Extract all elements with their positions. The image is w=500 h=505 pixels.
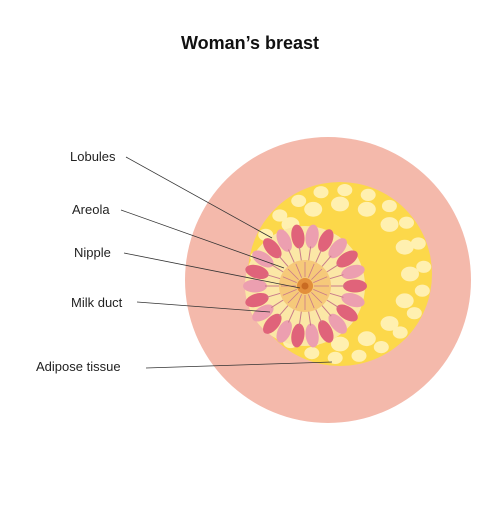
milk-duct (307, 246, 312, 263)
milk-duct (266, 274, 283, 280)
lobule (318, 229, 334, 252)
fat-cell (380, 316, 399, 331)
lobule (276, 229, 292, 252)
milk-duct (271, 298, 286, 309)
leader-line-lobules (125, 156, 273, 239)
nipple-center (301, 282, 309, 290)
areola-duct (287, 292, 299, 304)
leader-line-milk-duct (136, 301, 271, 313)
fat-cell (337, 184, 353, 197)
lobule (328, 313, 347, 334)
milk-duct (314, 249, 323, 265)
lobule (291, 323, 305, 348)
milk-duct (314, 307, 323, 323)
milk-duct (271, 263, 286, 274)
fat-cell (395, 239, 414, 255)
fat-cell (351, 349, 367, 362)
leader-line-nipple (123, 252, 301, 289)
areola-duct (287, 268, 299, 280)
milk-duct (298, 309, 303, 326)
lobule (263, 238, 282, 259)
lobule (336, 250, 358, 268)
milk-duct (324, 263, 339, 274)
milk-duct (287, 307, 296, 323)
lobule (252, 250, 274, 268)
fat-cell (291, 194, 307, 207)
page-title: Woman’s breast (180, 33, 320, 53)
lobule (343, 279, 367, 293)
leader-line-adipose (145, 361, 333, 369)
areola-ducts (281, 262, 329, 310)
label-adipose-tissue: Adipose tissue (36, 359, 121, 374)
lobule (341, 293, 365, 308)
milk-duct (320, 303, 332, 317)
fat-cell (327, 351, 343, 364)
milk-duct (327, 292, 344, 298)
areola-duct (311, 292, 323, 304)
fat-cell (272, 209, 288, 222)
label-nipple: Nipple (74, 245, 111, 260)
label-lobules: Lobules (70, 149, 116, 164)
fat-cell (416, 260, 432, 273)
milk-duct (287, 249, 296, 265)
milk-duct (298, 246, 303, 263)
areola-duct (313, 289, 328, 296)
fat-cell (304, 347, 320, 360)
fat-cell (399, 216, 414, 229)
fat-cell (304, 201, 323, 217)
milk-duct (320, 255, 332, 269)
fat-cell (373, 341, 389, 354)
areola-duct (313, 276, 328, 283)
fat-cell (381, 199, 397, 213)
lobule (245, 293, 269, 308)
fat-cell (406, 307, 422, 320)
lobule (276, 320, 292, 343)
milk-duct (278, 303, 290, 317)
areola-duct (311, 268, 323, 280)
lobule (305, 224, 319, 249)
lobule (291, 224, 305, 249)
fat-cell (360, 188, 376, 201)
lobule (243, 279, 267, 293)
lobule (263, 313, 282, 334)
lobule (318, 320, 334, 343)
areola-duct (282, 276, 297, 283)
fat-cell (313, 186, 329, 199)
lobule (252, 304, 274, 322)
fat-cell (395, 293, 414, 309)
milk-duct (278, 255, 290, 269)
milk-duct (324, 298, 339, 309)
lobule (245, 264, 269, 279)
milk-ducts-group (265, 246, 345, 326)
areola-duct (308, 263, 315, 278)
fat-cell (401, 266, 419, 282)
fat-cell (331, 336, 349, 352)
lobule (328, 238, 347, 259)
fat-cell (414, 284, 430, 297)
fat-cell (410, 237, 426, 250)
areola-duct (295, 294, 302, 309)
fat-cell (357, 201, 376, 217)
areola-duct (308, 294, 315, 309)
fat-cell (331, 196, 349, 212)
label-milk-duct: Milk duct (71, 295, 123, 310)
label-areola: Areola (72, 202, 110, 217)
fat-cell (357, 331, 376, 347)
lobule (341, 264, 365, 279)
fat-cell (380, 217, 399, 232)
lobule (305, 323, 319, 348)
areola-duct (282, 289, 297, 296)
lobule (336, 304, 358, 322)
milk-duct (266, 292, 283, 298)
fat-cell (392, 326, 408, 339)
milk-duct (327, 274, 344, 280)
milk-duct (307, 309, 312, 326)
areola-duct (295, 263, 302, 278)
lobules-group (243, 224, 367, 348)
leader-line-areola (120, 209, 285, 269)
